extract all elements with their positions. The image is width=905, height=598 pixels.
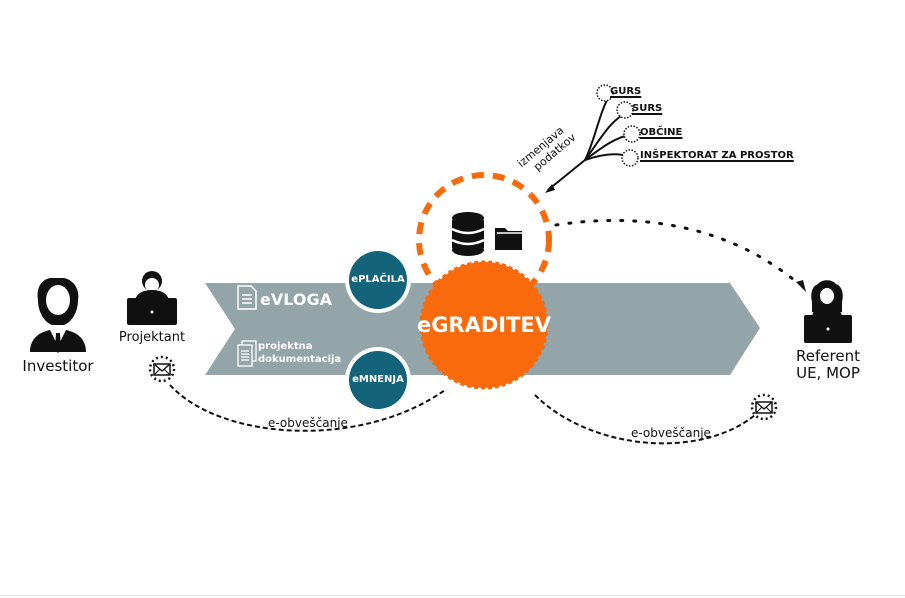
source-gurs[interactable]: GURS xyxy=(610,86,642,97)
eplacila-label: ePLAČILA xyxy=(351,274,405,285)
data-to-referent-dotted-arrow xyxy=(554,218,802,287)
arrowhead-icon xyxy=(796,280,806,292)
source-inspektorat[interactable]: INŠPEKTORAT ZA PROSTOR xyxy=(640,150,794,161)
referent-label: Referent UE, MOP xyxy=(784,348,872,382)
documents-stack-icon xyxy=(237,340,257,367)
data-exchange-arrowhead-icon xyxy=(545,184,555,193)
source-obcine[interactable]: OBČINE xyxy=(640,127,683,138)
woman-laptop-icon xyxy=(804,280,852,343)
source-surs[interactable]: SURS xyxy=(632,103,663,114)
investitor-label: Investitor xyxy=(22,357,94,375)
right-notification-label: e-obveščanje xyxy=(631,426,711,440)
document-icon xyxy=(237,285,257,310)
man-laptop-icon xyxy=(127,271,177,325)
project-documentation-label[interactable]: projektna dokumentacija xyxy=(258,340,341,366)
right-notification-curve xyxy=(534,394,756,445)
database-icon xyxy=(451,212,485,256)
doc-label-line2: dokumentacija xyxy=(258,354,342,365)
bottom-divider xyxy=(0,595,905,596)
emnenja-circle[interactable] xyxy=(349,351,407,409)
envelope-icon-left xyxy=(148,355,176,383)
referent-label-line1: Referent xyxy=(796,347,860,365)
egraditev-label: eGRADITEV xyxy=(416,313,552,337)
source-node-circles xyxy=(596,84,641,167)
referent-label-line2: UE, MOP xyxy=(796,364,860,382)
emnenja-label: eMNENJA xyxy=(352,374,404,385)
businessman-icon xyxy=(30,278,86,353)
left-notification-label: e-obveščanje xyxy=(268,416,348,430)
projektant-label: Projektant xyxy=(118,330,186,345)
doc-label-line1: projektna xyxy=(258,341,313,352)
egraditev-circle[interactable] xyxy=(419,260,549,390)
eplacila-circle[interactable] xyxy=(349,251,407,309)
envelope-icon-right xyxy=(750,393,778,421)
evloga-label[interactable]: eVLOGA xyxy=(260,290,332,309)
folder-icon xyxy=(495,228,522,250)
